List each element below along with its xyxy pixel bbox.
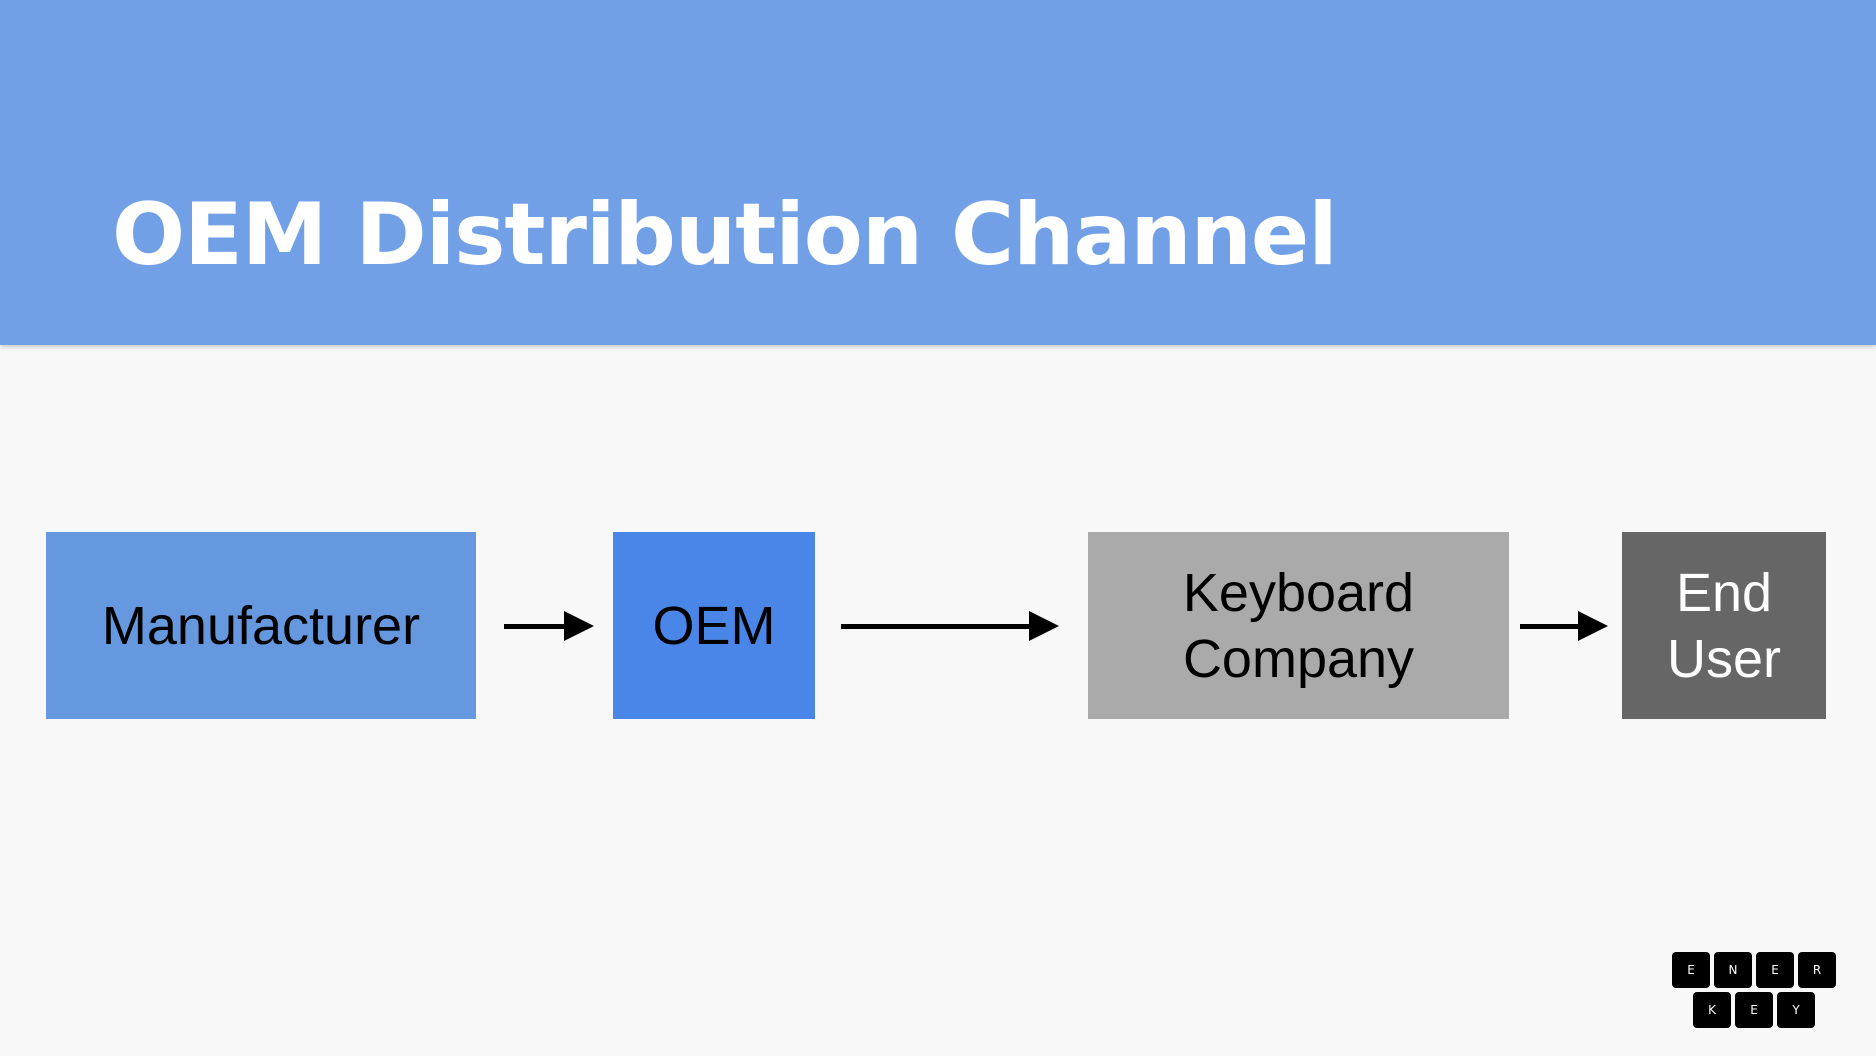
keyboard-company-label-line1: Keyboard <box>1182 562 1415 623</box>
arrow-keyboard-company-to-end-user <box>1520 611 1608 641</box>
logo-key: E <box>1756 952 1794 988</box>
keyboard-company-box: Keyboard Company <box>1088 532 1509 719</box>
slide-title: OEM Distribution Channel <box>112 185 1338 285</box>
end-user-box: End User <box>1622 532 1826 719</box>
end-user-label-line2: User <box>1666 628 1781 689</box>
oem-box: OEM <box>613 532 815 719</box>
header-bar: OEM Distribution Channel <box>0 0 1876 345</box>
logo-key: K <box>1693 992 1731 1028</box>
manufacturer-label: Manufacturer <box>101 595 421 656</box>
logo-key: E <box>1672 952 1710 988</box>
enerkey-logo: E N E R K E Y <box>1672 952 1840 1032</box>
arrow-manufacturer-to-oem <box>504 611 594 641</box>
logo-key: E <box>1735 992 1773 1028</box>
manufacturer-box: Manufacturer <box>46 532 476 719</box>
end-user-label-line1: End <box>1675 562 1773 623</box>
logo-key: R <box>1798 952 1836 988</box>
oem-label: OEM <box>652 595 776 656</box>
keyboard-company-label-line2: Company <box>1182 628 1415 689</box>
logo-key: Y <box>1777 992 1815 1028</box>
logo-key: N <box>1714 952 1752 988</box>
arrow-oem-to-keyboard-company <box>841 611 1059 641</box>
